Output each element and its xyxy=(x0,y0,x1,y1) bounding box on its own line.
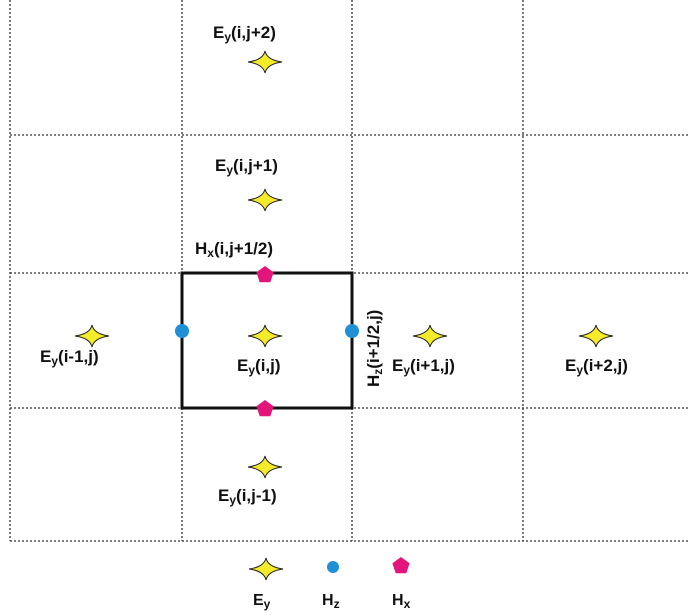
legend-hx-pentagon-icon xyxy=(392,557,410,574)
legend-hz-label: Hz xyxy=(322,592,340,611)
ey-star-icon xyxy=(412,324,448,348)
label-ey-i-minus-1-j: Ey(i-1,j) xyxy=(40,347,99,368)
label-hx-i-j-plus-half: Hx(i,j+1/2) xyxy=(195,239,273,260)
ey-star-icon xyxy=(578,324,614,348)
ey-star-icon xyxy=(247,324,283,348)
ey-star-icon xyxy=(247,455,283,479)
label-hz-i-plus-half-j: Hz(i+1/2,j) xyxy=(364,310,385,387)
ey-star-icon xyxy=(247,188,283,212)
hz-dot-icon xyxy=(175,324,189,338)
hz-dot-icon xyxy=(345,324,359,338)
legend-hx-label: Hx xyxy=(392,592,411,611)
hx-pentagon-icon xyxy=(256,266,274,283)
label-ey-i-plus-1-j: Ey(i+1,j) xyxy=(392,356,455,377)
legend: Ey Hz Hx xyxy=(248,557,411,611)
ey-star-icon xyxy=(247,50,283,74)
label-ey-i-plus-2-j: Ey(i+2,j) xyxy=(565,356,628,377)
grid-lines xyxy=(9,0,688,542)
label-ey-i-j: Ey(i,j) xyxy=(237,356,281,377)
label-ey-i-j-plus-1: Ey(i,j+1) xyxy=(215,156,278,177)
legend-ey-star-icon xyxy=(248,557,284,581)
hx-pentagon-icon xyxy=(256,400,274,417)
ey-star-icon xyxy=(74,324,110,348)
legend-ey-label: Ey xyxy=(253,592,271,611)
label-ey-i-j-plus-2: Ey(i,j+2) xyxy=(213,23,276,44)
legend-hz-dot-icon xyxy=(327,561,339,573)
label-ey-i-j-minus-1: Ey(i,j-1) xyxy=(218,486,277,507)
